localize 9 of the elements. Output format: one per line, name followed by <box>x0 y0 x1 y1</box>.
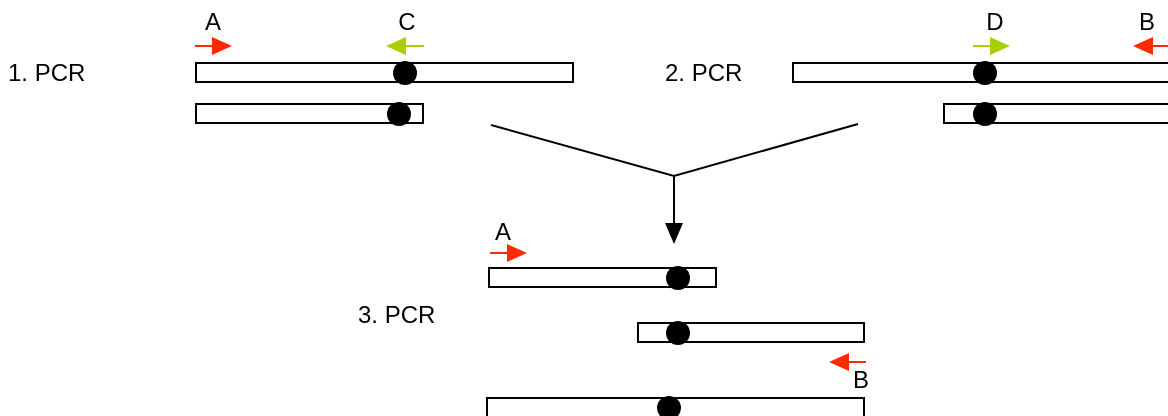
step-label: 2. PCR <box>665 59 743 87</box>
step-label: 3. PCR <box>358 301 436 329</box>
primer-label: A <box>495 218 511 246</box>
primer-label: B <box>853 366 869 394</box>
step-label: 1. PCR <box>8 59 86 87</box>
primer-label: C <box>398 8 416 36</box>
primer-label: B <box>1139 8 1155 36</box>
primer-label: D <box>986 8 1004 36</box>
primer-label: A <box>205 8 221 36</box>
